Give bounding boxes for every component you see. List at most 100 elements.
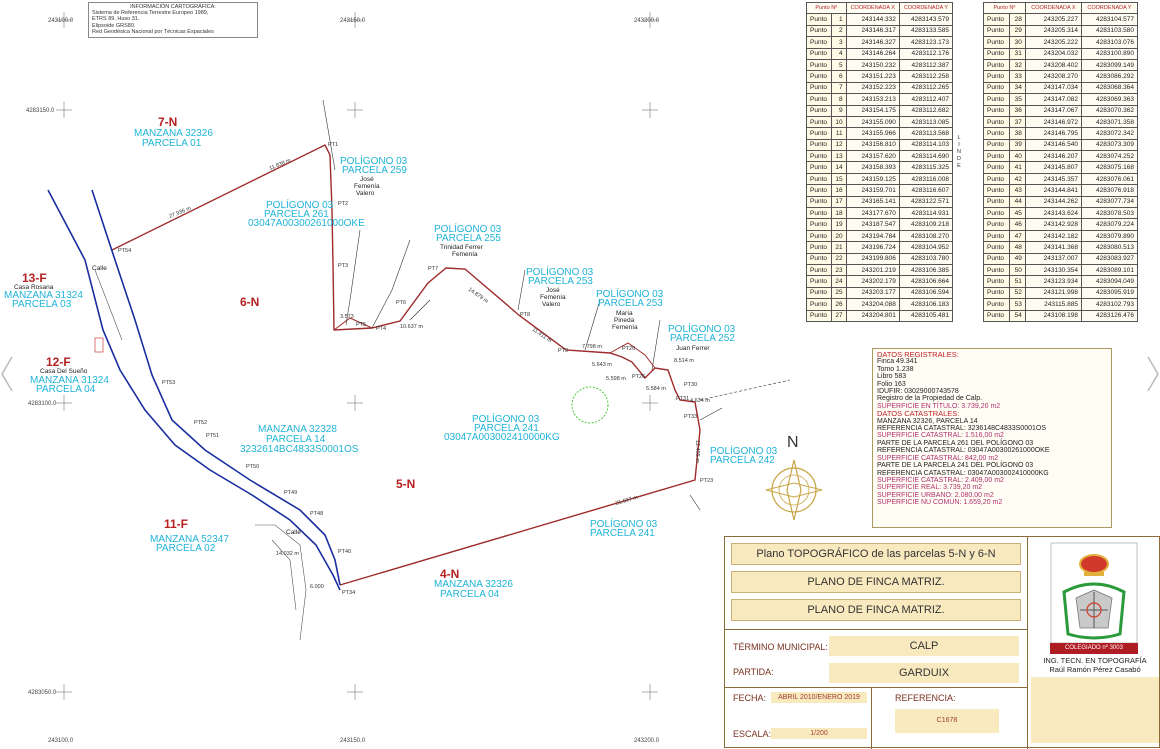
coord-x: 243165.141 xyxy=(845,195,900,209)
coord-x: 243203.177 xyxy=(845,286,900,300)
coord-x: 243159.701 xyxy=(845,184,900,197)
point-number: 54 xyxy=(1009,309,1026,322)
termino-label: TÉRMINO MUNICIPAL: xyxy=(733,642,828,652)
point-number: 24 xyxy=(830,275,847,288)
point-word: Punto xyxy=(806,195,832,209)
col-header-x: COORDENADA X xyxy=(845,1,900,15)
coord-x: 243150.232 xyxy=(845,58,900,72)
point-number: 37 xyxy=(1009,115,1026,129)
point-number: 7 xyxy=(830,81,847,95)
point-number: 40 xyxy=(1009,150,1026,163)
point-word: Punto xyxy=(982,263,1011,277)
point-number: 25 xyxy=(830,286,847,300)
grid-x-top-1: 243100.0 xyxy=(48,18,74,24)
grid-x-bottom-3: 243200.0 xyxy=(634,738,660,744)
point-word: Punto xyxy=(982,161,1011,174)
manzana-12f: MANZANA 31324 xyxy=(30,375,109,386)
point-number: 35 xyxy=(1009,93,1026,106)
coord-y: 4283086.292 xyxy=(1080,70,1139,83)
parcel-boundary xyxy=(111,144,701,586)
point-number: 13 xyxy=(830,150,847,163)
grid-x-bottom-2: 243150.0 xyxy=(340,738,366,744)
point-word: Punto xyxy=(982,115,1011,129)
zone-11f: 11-F xyxy=(164,517,188,531)
pol-255: POLÍGONO 03 xyxy=(434,222,502,235)
point-number: 49 xyxy=(1009,252,1026,266)
chevron-right-icon[interactable] xyxy=(1146,355,1160,393)
grid-crosses xyxy=(56,12,658,700)
parcela-12f: PARCELA 04 xyxy=(36,384,96,395)
point-word: Punto xyxy=(982,150,1011,163)
point-number: 50 xyxy=(1009,263,1026,277)
linde-letter: L xyxy=(957,135,961,141)
chevron-left-icon[interactable] xyxy=(0,355,14,393)
dim-16: 6.000 xyxy=(310,584,324,590)
col-header-y-2: COORDENADA Y xyxy=(1080,1,1139,15)
point-word: Punto xyxy=(982,195,1011,209)
engineer-info: ING. TECN. EN TOPOGRAFÍA Raúl Ramón Pére… xyxy=(1031,656,1159,674)
coord-y: 4283112.387 xyxy=(898,58,954,72)
point-number: 8 xyxy=(830,93,847,106)
coord-x: 243115.885 xyxy=(1024,298,1082,311)
divider-3 xyxy=(871,687,872,749)
point-word: Punto xyxy=(806,70,832,83)
coord-x: 243201.219 xyxy=(845,263,900,277)
coord-y: 4283074.252 xyxy=(1080,150,1139,163)
point-number: 33 xyxy=(1009,70,1026,83)
coord-y: 4283083.927 xyxy=(1080,252,1139,266)
point-number: 16 xyxy=(830,184,847,197)
owner-259-1: José xyxy=(360,176,374,183)
dim-9: 8.514 m xyxy=(674,358,694,364)
coord-y: 4283069.363 xyxy=(1080,93,1139,106)
coord-y: 4283109.218 xyxy=(898,218,954,231)
coord-y: 4283100.890 xyxy=(1080,47,1139,60)
dim-13: 31.597 m xyxy=(615,495,639,507)
pt-50: PT50 xyxy=(246,464,259,470)
coord-y: 4283123.173 xyxy=(898,36,954,49)
pol-261: POLÍGONO 03 xyxy=(266,198,334,211)
pt-54: PT54 xyxy=(118,248,131,254)
info-line-4: Red Geodésica Nacional por Técnicas Espa… xyxy=(92,28,214,35)
col-header-punto-2: Punto Nº xyxy=(983,1,1026,15)
registry-heading: DATOS REGISTRALES: xyxy=(877,350,959,359)
coord-x: 243147.034 xyxy=(1024,81,1082,95)
point-number: 28 xyxy=(1009,13,1026,26)
owner-255-2: Femenía xyxy=(452,251,478,258)
owner-253a-1: José xyxy=(546,287,560,294)
tomo: Tomo 1.238 xyxy=(877,365,914,373)
linde-letter: E xyxy=(957,163,961,169)
coord-x: 243155.090 xyxy=(845,115,900,129)
zone-4n: 4-N xyxy=(440,567,459,581)
manzana-4n: MANZANA 32326 xyxy=(434,579,513,590)
point-word: Punto xyxy=(982,36,1011,49)
owner-259-2: Femenía xyxy=(354,183,380,190)
info-title: INFORMACIÓN CARTOGRÁFICA: xyxy=(130,4,216,10)
coord-x: 243199.806 xyxy=(845,252,900,266)
road-edges xyxy=(94,269,307,641)
parcel-edge-right xyxy=(609,342,656,369)
col-header-punto: Punto Nº xyxy=(806,1,847,15)
point-word: Punto xyxy=(806,275,832,288)
coord-x: 243121.998 xyxy=(1024,286,1082,300)
title-block: Plano TOPOGRÁFICO de las parcelas 5-N y … xyxy=(724,536,1160,749)
coord-y: 4283112.176 xyxy=(898,47,954,60)
point-number: 43 xyxy=(1009,184,1026,197)
escala-label: ESCALA: xyxy=(733,729,772,739)
owner-253a-2: Femenía xyxy=(540,294,566,301)
fecha-label: FECHA: xyxy=(733,693,767,703)
